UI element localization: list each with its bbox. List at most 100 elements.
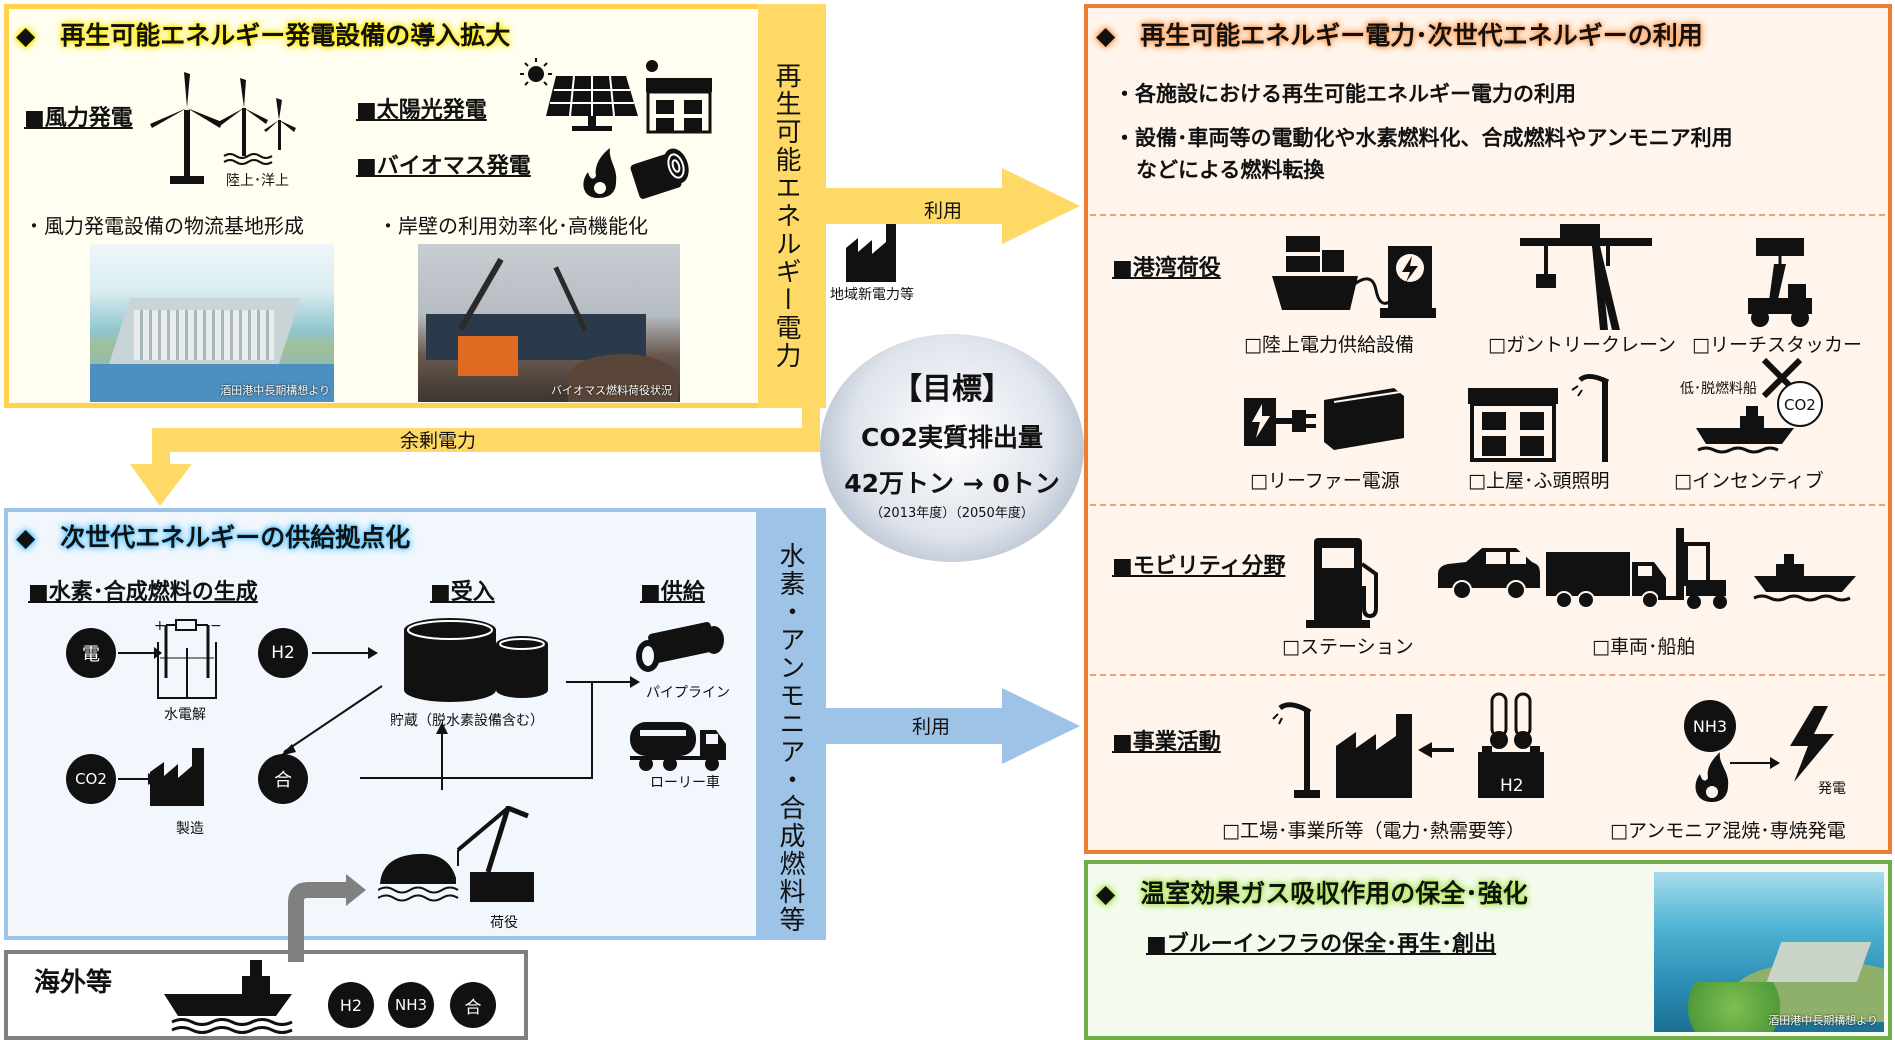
wind-turbine-icon: [150, 72, 296, 184]
overseas-nh3-circle: NH3: [388, 982, 434, 1028]
supply-heading: ■供給: [640, 580, 705, 605]
goal-line2: 42万トン → 0トン: [844, 469, 1060, 498]
regional-power-label: 地域新電力等: [830, 287, 914, 303]
overseas-synthetic-circle: 合: [450, 982, 496, 1028]
factory-label: □工場･事業所等（電力･熱需要等）: [1222, 820, 1525, 842]
supply-vertical-text: 水素・アンモニア・合成燃料等: [775, 542, 805, 934]
factory-icon: [846, 224, 896, 282]
wind-bullet: ・風力発電設備の物流基地形成: [24, 214, 304, 238]
pipeline-label: パイプライン: [646, 685, 730, 701]
cargo-handling-icon: [378, 806, 534, 902]
h2-circle: H2: [258, 628, 308, 678]
manufacture-label: 製造: [176, 821, 204, 837]
overseas-title: 海外等: [34, 968, 113, 998]
solar-panel-icon: [520, 58, 712, 134]
shore-power-icon: [1272, 236, 1436, 318]
storage-label: 貯蔵（脱水素設備含む）: [390, 713, 544, 729]
renewable-vertical-band: [758, 4, 826, 408]
gantry-crane-icon: [1520, 224, 1652, 330]
ammonia-label: □アンモニア混焼･専焼発電: [1610, 820, 1846, 842]
wind-port-photo: 酒田港中長期構想より: [90, 244, 334, 402]
blue-infra-heading: ■ブルーインフラの保全･再生･創出: [1146, 932, 1497, 957]
blue-infra-title: ◆ 温室効果ガス吸収作用の保全･強化: [1096, 879, 1528, 908]
warehouse-lighting-label: □上屋･ふ頭照明: [1468, 470, 1610, 492]
business-heading: ■事業活動: [1112, 730, 1221, 755]
supply-hub-title: ◆ 次世代エネルギーの供給拠点化: [16, 523, 411, 552]
import-arrow: [288, 874, 366, 962]
photo2-caption: バイオマス燃料荷役状況: [551, 384, 672, 397]
ammonia-flame-icon: [1695, 752, 1729, 802]
biomass-icon: [583, 148, 689, 199]
pipeline-icon: [636, 622, 724, 672]
biomass-bullet: ・岸壁の利用効率化･高機能化: [378, 214, 648, 238]
reefer-power-label: □リーファー電源: [1250, 470, 1400, 492]
bullet-fuel-conversion-2: などによる燃料転換: [1136, 158, 1325, 182]
electricity-circle: 電: [66, 628, 116, 678]
low-fuel-ship-label: 低･脱燃料船: [1680, 381, 1757, 397]
bullet-renewable-use: ・各施設における再生可能エネルギー電力の利用: [1114, 82, 1576, 106]
receive-heading: ■受入: [430, 580, 495, 605]
wind-heading: ■風力発電: [24, 106, 133, 131]
incentive-label: □インセンティブ: [1674, 470, 1824, 492]
reefer-power-icon: [1244, 388, 1404, 450]
use-arrow-bottom: [826, 688, 1080, 764]
seaweed-photo: 酒田港中長期構想より: [1654, 872, 1884, 1032]
arrow-h2-storage: [312, 647, 378, 659]
lightning-icon: [1790, 706, 1834, 782]
electrolysis-icon: +−: [154, 618, 222, 699]
vehicles-ships-label: □車両･船舶: [1592, 636, 1696, 658]
use-label-top: 利用: [924, 200, 963, 222]
solar-heading: ■太陽光発電: [356, 98, 487, 123]
utilization-title: ◆ 再生可能エネルギー電力･次世代エネルギーの利用: [1096, 21, 1703, 50]
electrolysis-label: 水電解: [164, 707, 206, 723]
arrow-to-power: [1730, 757, 1780, 769]
use-arrow-top: [826, 168, 1080, 244]
divider-1: [1090, 214, 1885, 216]
goal-circle: [820, 334, 1084, 562]
station-label: □ステーション: [1282, 636, 1414, 658]
nh3-circle: NH3: [1684, 700, 1736, 752]
shore-power-label: □陸上電力供給設備: [1244, 334, 1414, 356]
use-label-bottom: 利用: [912, 716, 951, 738]
storage-flow-lines: [280, 676, 640, 790]
photo1-caption: 酒田港中長期構想より: [220, 384, 330, 397]
divider-2: [1090, 504, 1885, 506]
onshore-offshore-label: 陸上･洋上: [226, 173, 289, 189]
supply-vertical-band: [760, 508, 826, 940]
divider-3: [1090, 674, 1885, 676]
goal-line1: CO2実質排出量: [861, 423, 1043, 452]
photo3-caption: 酒田港中長期構想より: [1768, 1014, 1878, 1027]
goal-years: （2013年度）（2050年度）: [870, 506, 1034, 521]
manufacture-factory-icon: [150, 748, 204, 806]
fuel-station-icon: [1306, 538, 1378, 628]
lorry-label: ローリー車: [650, 775, 720, 791]
biomass-heading: ■バイオマス発電: [356, 154, 531, 179]
h2-battery-label: H2: [1500, 776, 1524, 796]
surplus-arrow: [130, 408, 820, 506]
vehicles-ships-icon: [1438, 528, 1856, 609]
goal-title: 【目標】: [892, 372, 1012, 407]
storage-tanks-icon: [404, 618, 548, 702]
gantry-crane-label: □ガントリークレーン: [1488, 334, 1677, 356]
renewable-title: ◆ 再生可能エネルギー発電設備の導入拡大: [16, 21, 511, 50]
supply-hub-panel: [4, 508, 760, 940]
svg-text:−: −: [210, 618, 222, 634]
svg-text:+: +: [154, 618, 166, 634]
power-gen-label: 発電: [1818, 781, 1846, 797]
co2-circle: CO2: [66, 754, 116, 804]
reach-stacker-label: □リーチスタッカー: [1692, 334, 1862, 356]
renewable-vertical-text: 再生可能エネルギー電力: [771, 62, 801, 370]
overseas-box: [4, 950, 528, 1040]
low-carbon-ship-icon: [1696, 358, 1823, 454]
bullet-fuel-conversion-1: ・設備･車両等の電動化や水素燃料化、合成燃料やアンモニア利用: [1114, 126, 1733, 150]
tank-lorry-icon: [630, 722, 726, 771]
surplus-label: 余剰電力: [400, 430, 477, 452]
port-handling-heading: ■港湾荷役: [1112, 256, 1221, 281]
factory-thermal-icon: [1272, 692, 1544, 798]
biomass-unloading-photo: バイオマス燃料荷役状況: [418, 244, 680, 402]
warehouse-lighting-icon: [1468, 374, 1610, 462]
reach-stacker-icon: [1748, 238, 1812, 327]
overseas-h2-circle: H2: [328, 982, 374, 1028]
co2-ship-label: CO2: [1784, 396, 1816, 414]
tanker-ship-icon: [164, 960, 293, 1034]
